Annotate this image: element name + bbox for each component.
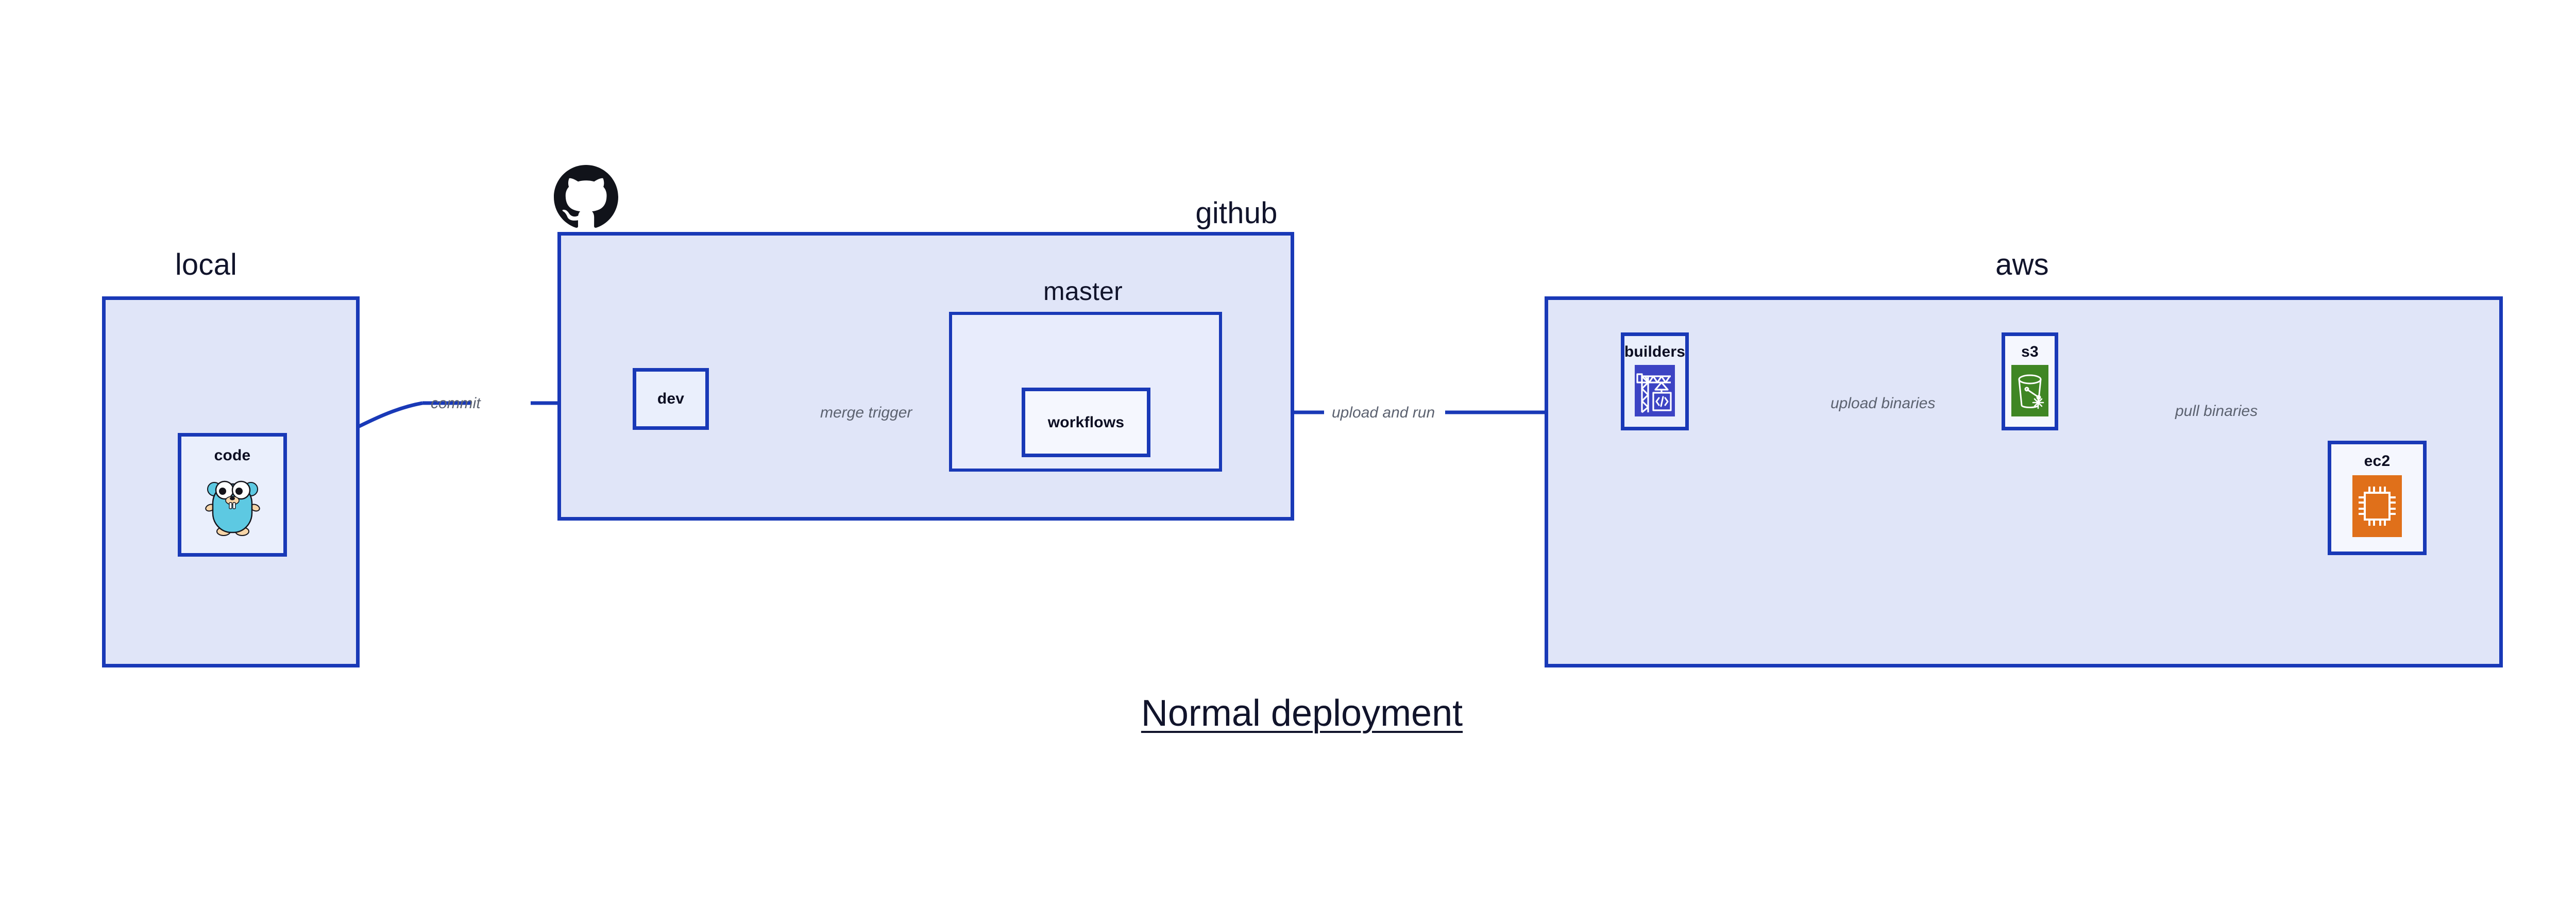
edge-label-pull-binaries: pull binaries — [2175, 403, 2258, 420]
node-label-workflows: workflows — [1047, 413, 1125, 431]
cluster-label-aws: aws — [1995, 248, 2049, 281]
node-label-builders: builders — [1624, 343, 1686, 360]
node-label-dev: dev — [657, 390, 685, 407]
node-builders[interactable]: builders — [1621, 332, 1689, 430]
page-title: Normal deployment — [1141, 693, 1463, 734]
node-label-s3: s3 — [2021, 343, 2039, 360]
edge-label-commit: commit — [431, 395, 481, 412]
github-octocat-logo — [554, 165, 618, 228]
node-label-code: code — [214, 447, 251, 464]
node-s3[interactable]: s3 — [2002, 332, 2058, 430]
node-label-ec2: ec2 — [2364, 453, 2391, 470]
cluster-label-master: master — [1043, 277, 1123, 306]
go-gopher-icon — [205, 480, 260, 536]
node-ec2[interactable]: ec2 — [2328, 441, 2427, 555]
aws-s3-bucket-icon — [2011, 365, 2048, 416]
edge-label-merge-trigger: merge trigger — [820, 404, 912, 421]
aws-codebuild-crane-icon — [1635, 365, 1675, 416]
aws-ec2-chip-icon — [2352, 475, 2402, 537]
cluster-label-local: local — [175, 248, 238, 281]
node-dev[interactable]: dev — [633, 368, 709, 430]
cluster-label-github: github — [1195, 196, 1278, 230]
edge-label-upload-and-run: upload and run — [1332, 404, 1435, 421]
node-workflows[interactable]: workflows — [1022, 388, 1150, 457]
node-code[interactable]: code — [178, 433, 287, 557]
edge-label-upload-binaries: upload binaries — [1831, 395, 1936, 412]
